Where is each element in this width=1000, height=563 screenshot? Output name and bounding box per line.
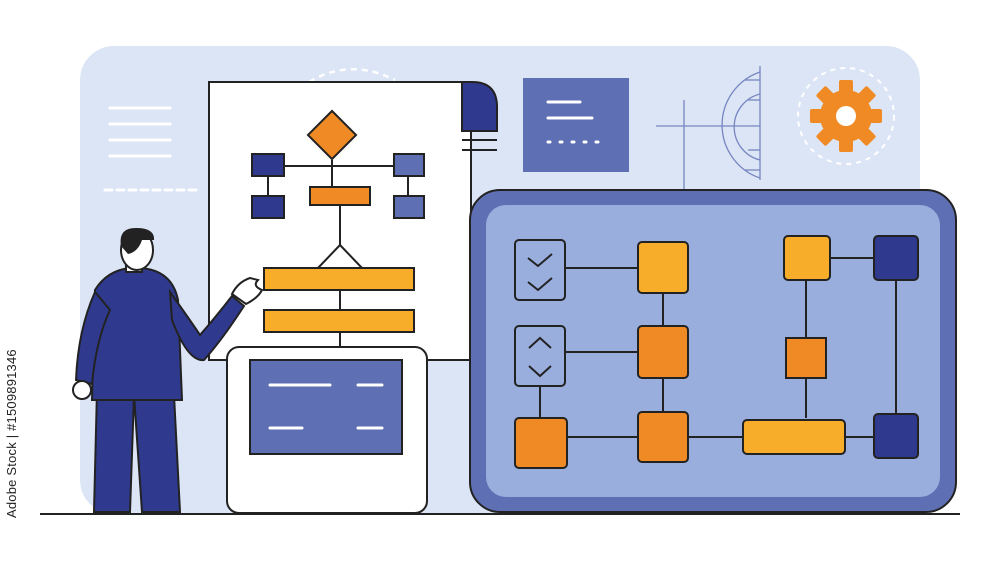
protractor-icon	[656, 66, 761, 190]
decorative-text-lines	[103, 106, 202, 192]
gear-icon	[797, 67, 895, 165]
flowchart-sheet	[208, 81, 498, 361]
chevron-up-down-icon	[514, 325, 566, 387]
decision-diamond	[306, 109, 358, 161]
monitor-device	[226, 346, 428, 514]
process-board	[469, 189, 957, 513]
text-card	[523, 78, 629, 172]
stock-id-watermark: Adobe Stock | #1509891346	[4, 349, 19, 518]
checkmark-icon	[514, 239, 566, 301]
presenter-person	[72, 228, 264, 513]
